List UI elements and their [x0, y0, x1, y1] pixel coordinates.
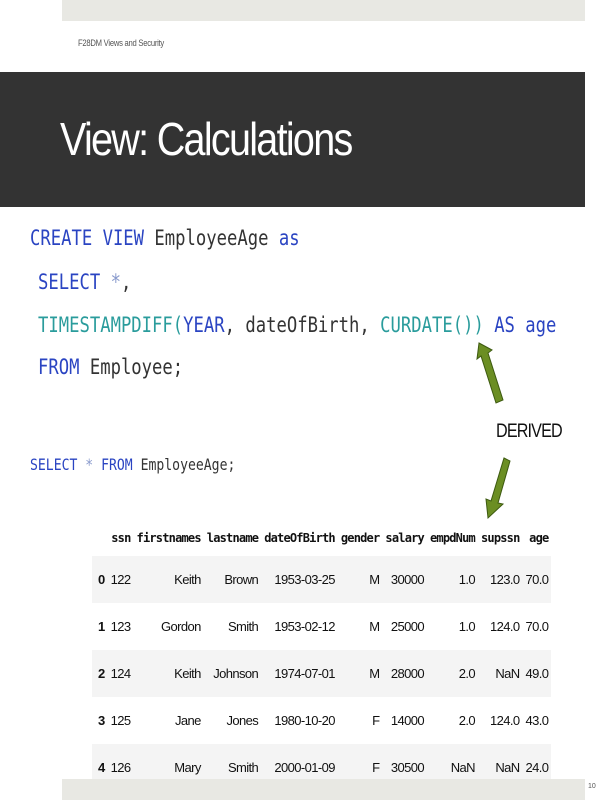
table-cell: Keith [174, 666, 201, 681]
table-cell: Smith [227, 760, 259, 775]
table-cell: M [369, 666, 380, 681]
row-index: 3 [98, 713, 105, 728]
table-cell: 122 [110, 572, 131, 587]
table-cell: 49.0 [525, 666, 550, 681]
table-cell: 1974-07-01 [274, 666, 335, 681]
code-function: TIMESTAMPDIFF( [38, 313, 184, 337]
table-cell: F [372, 713, 380, 728]
result-table: ssn firstnames lastname dateOfBirth gend… [92, 520, 552, 791]
title-band [0, 72, 585, 207]
code-line-2: SELECT *, [38, 270, 131, 294]
table-cell: NaN [495, 666, 520, 681]
column-header: dateOfBirth [264, 531, 335, 545]
row-index: 0 [98, 572, 105, 587]
code-star: * [100, 270, 121, 294]
table-cell: 126 [110, 760, 131, 775]
table-cell: 43.0 [525, 713, 550, 728]
table-cell: 1.0 [458, 572, 476, 587]
code-function: CURDATE()) [380, 313, 484, 337]
row-index: 2 [98, 666, 105, 681]
table-cell: Keith [174, 572, 201, 587]
code-view-name: EmployeeAge [144, 226, 279, 250]
code-star: * [77, 455, 102, 474]
table-cell: 30500 [390, 760, 425, 775]
table-row: 3 125 Jane Jones 1980-10-20 F 14000 2.0 … [92, 697, 551, 744]
table-cell: Brown [224, 572, 259, 587]
table-row: 0 122 Keith Brown 1953-03-25 M 30000 1.0… [92, 556, 552, 603]
code-table-name: EmployeeAge; [132, 455, 236, 474]
code-table-name: Employee; [79, 355, 184, 379]
table-cell: 24.0 [525, 760, 550, 775]
column-header: age [529, 531, 549, 545]
table-cell: 124.0 [489, 619, 520, 634]
table-cell: 70.0 [525, 572, 550, 587]
course-label: F28DM Views and Security [78, 38, 165, 48]
table-cell: 25000 [390, 619, 425, 634]
table-cell: 1953-03-25 [274, 572, 335, 587]
table-cell: 123 [110, 619, 131, 634]
code-keyword: FROM [101, 455, 133, 474]
table-cell: 1953-02-12 [274, 619, 335, 634]
row-index: 1 [98, 619, 105, 634]
table-cell: Smith [227, 619, 259, 634]
table-row: 1 123 Gordon Smith 1953-02-12 M 25000 1.… [92, 603, 551, 650]
table-cell: 125 [110, 713, 131, 728]
table-header-row: ssn firstnames lastname dateOfBirth gend… [92, 520, 551, 556]
code-line-3: TIMESTAMPDIFF(YEAR, dateOfBirth, CURDATE… [38, 313, 556, 337]
table-cell: Gordon [161, 619, 201, 634]
code-keyword: SELECT [30, 455, 78, 474]
arrow-up-icon [476, 342, 504, 404]
table-cell: 2.0 [458, 713, 476, 728]
table-cell: 124.0 [489, 713, 520, 728]
table-cell: Johnson [213, 666, 259, 681]
arrow-down-icon [485, 457, 511, 520]
table-cell: 14000 [390, 713, 425, 728]
table-cell: 123.0 [489, 572, 520, 587]
table-cell: NaN [495, 760, 520, 775]
code-keyword: FROM [38, 355, 80, 379]
code-argument: YEAR [183, 313, 225, 337]
column-header: lastname [206, 531, 259, 545]
column-header: supssn [480, 531, 520, 545]
column-header: gender [340, 531, 380, 545]
table-cell: Jones [226, 713, 259, 728]
code-comma: , [120, 270, 132, 294]
page-number: 10 [588, 783, 596, 790]
code-keyword: AS age [483, 313, 557, 337]
row-index: 4 [98, 760, 105, 775]
table-cell: 30000 [390, 572, 425, 587]
table-cell: NaN [450, 760, 476, 775]
column-header: ssn [111, 531, 131, 545]
code-line-4: FROM Employee; [38, 355, 183, 379]
table-cell: 124 [110, 666, 131, 681]
column-header: empdNum [429, 531, 476, 545]
column-header: salary [385, 531, 424, 545]
column-header: firstnames [136, 531, 202, 545]
code-line-1: CREATE VIEW EmployeeAge as [30, 226, 300, 250]
table-cell: M [369, 619, 380, 634]
code-query-2: SELECT * FROM EmployeeAge; [30, 455, 235, 474]
table-cell: 28000 [390, 666, 425, 681]
table-cell: Mary [174, 760, 201, 775]
table-cell: 2000-01-09 [274, 760, 335, 775]
bottom-decor-bar [62, 779, 585, 800]
top-decor-bar [62, 0, 585, 21]
table-cell: 70.0 [525, 619, 550, 634]
code-args: , dateOfBirth, [224, 313, 381, 337]
code-keyword: CREATE VIEW [30, 226, 145, 250]
derived-label: DERIVED [496, 421, 563, 442]
table-cell: Jane [174, 713, 201, 728]
table-cell: 2.0 [458, 666, 476, 681]
table-cell: 1.0 [458, 619, 476, 634]
index-header [92, 520, 108, 556]
code-keyword: as [278, 226, 300, 250]
slide-title: View: Calculations [60, 113, 353, 165]
table-cell: F [372, 760, 380, 775]
table-cell: M [369, 572, 380, 587]
table-cell: 1980-10-20 [274, 713, 335, 728]
table-row: 2 124 Keith Johnson 1974-07-01 M 28000 2… [92, 650, 552, 697]
code-keyword: SELECT [38, 270, 101, 294]
